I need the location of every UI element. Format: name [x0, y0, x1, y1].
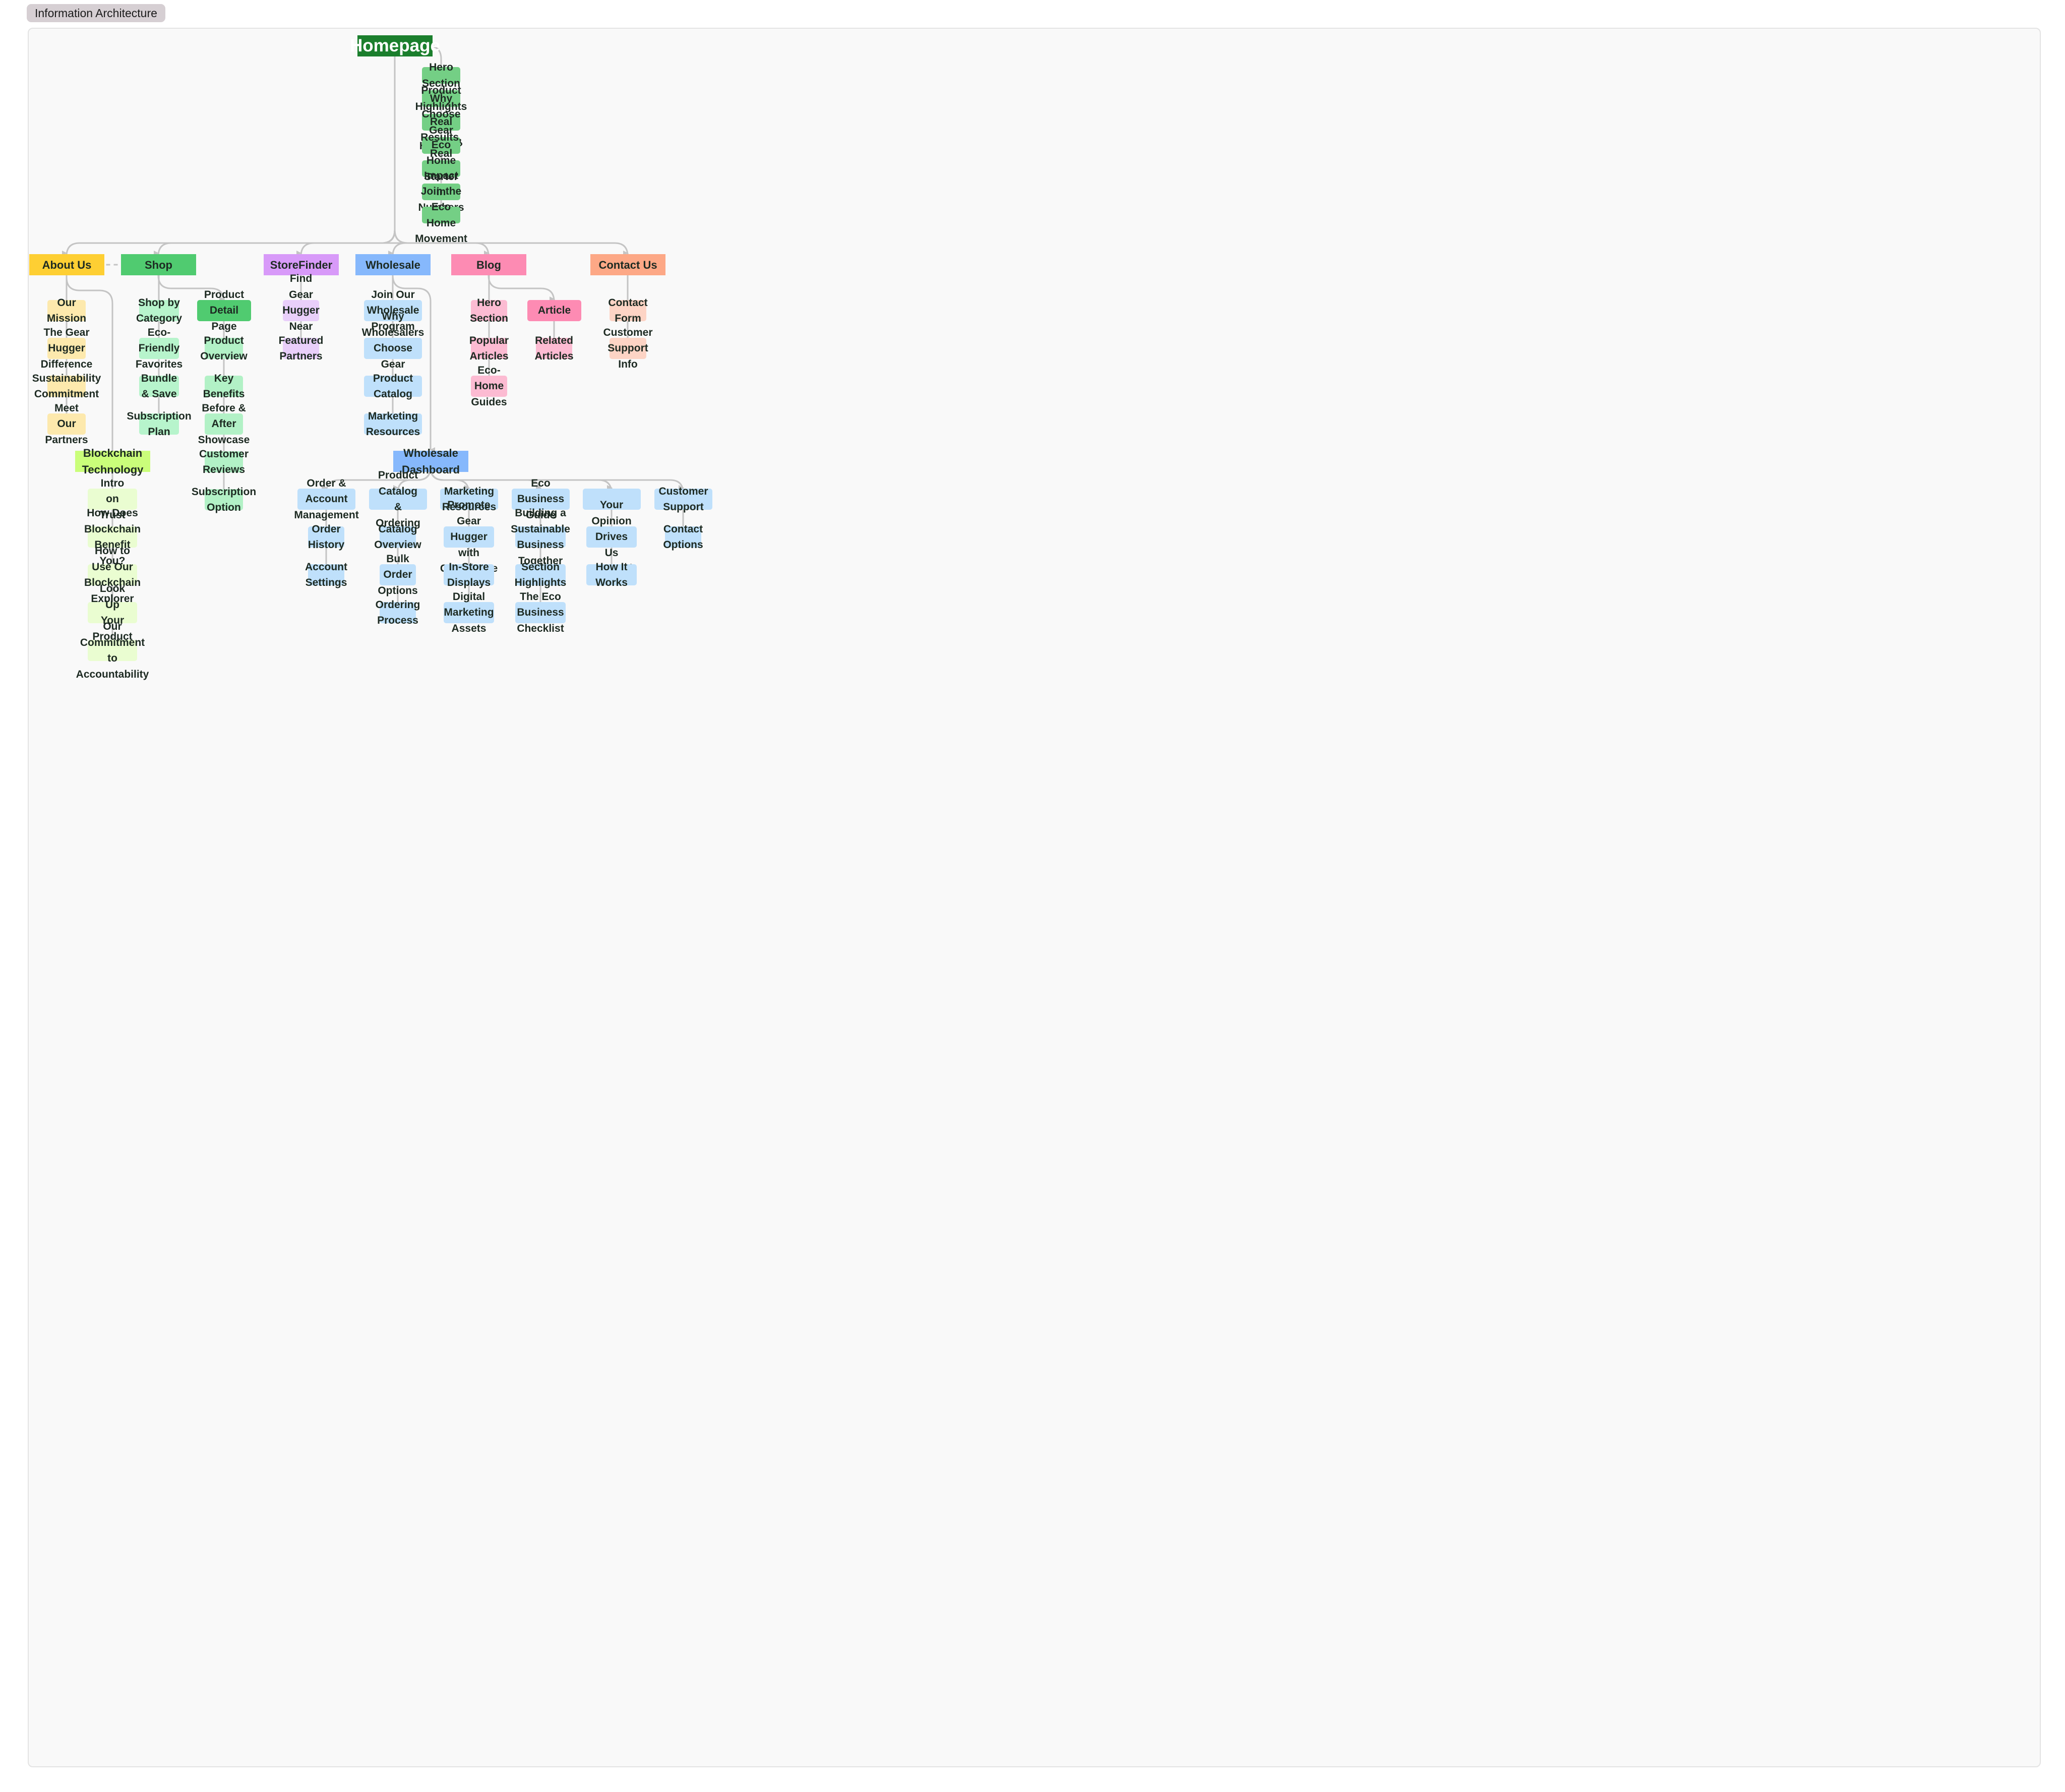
dashboard-group-6-child-item-1[interactable]: Contact Options	[663, 523, 703, 551]
wholesale-child-item-3[interactable]: Product Catalog	[364, 373, 422, 400]
dashboard-group-5-child-item-1[interactable]: Your Opinion Drives Us Forward	[586, 499, 637, 574]
dashboard-group-6[interactable]: Customer Support	[654, 486, 712, 513]
dashboard-group-3-child-item-1[interactable]: Promote Gear Hugger with Confidence	[440, 499, 498, 574]
shop-node[interactable]: Shop	[121, 254, 196, 275]
homepage-to-main-connector	[394, 56, 629, 257]
article-child-item-1[interactable]: Related Articles	[534, 334, 574, 363]
blockchain-child-item-5[interactable]: Our Commitment to Accountability	[76, 621, 149, 680]
about-us-node[interactable]: About Us	[29, 254, 104, 275]
wholesale-to-dashboard-connector	[392, 275, 435, 452]
blog-child-item-2[interactable]: Popular Articles	[469, 334, 509, 363]
about-child-item-1[interactable]: Our Mission	[46, 296, 87, 325]
dashboard-to-group-connector	[430, 466, 684, 494]
dashboard-group-4-child-item-3[interactable]: The Eco Business Checklist	[515, 591, 566, 634]
homepage-to-main-connector	[296, 56, 396, 257]
dashboard-group-1[interactable]: Order & Account Management	[294, 477, 358, 521]
storefinder-node[interactable]: StoreFinder	[264, 254, 339, 275]
blog-child-item-3[interactable]: Eco-Home Guides	[471, 365, 507, 408]
homepage-to-main-connector	[154, 56, 396, 257]
product-detail-child-item-3[interactable]: Before & After Showcase	[198, 402, 250, 446]
product-detail-child-item-5[interactable]: Subscription Option	[191, 486, 257, 514]
dashboard-group-2-child-item-3[interactable]: Ordering Process	[375, 599, 420, 627]
shop-child-item-2[interactable]: Eco-Friendly Favorites	[136, 327, 183, 370]
about-child-item-3[interactable]: Sustainability Commitment	[32, 372, 101, 400]
homepage-to-main-connector	[62, 56, 396, 257]
contact-child-item-2[interactable]: Customer Support Info	[603, 327, 652, 370]
about-child-item-4[interactable]: Meet Our Partners	[45, 402, 88, 446]
frame-title: Information Architecture	[27, 4, 165, 22]
product-detail-child-item-2[interactable]: Key Benefits	[203, 372, 245, 400]
dashboard-to-group-connector	[393, 466, 432, 494]
blog-node[interactable]: Blog	[451, 254, 526, 275]
product-detail-child-item-1[interactable]: Product Overview	[200, 334, 248, 363]
article-node[interactable]: Article	[527, 300, 581, 321]
homepage-section-1[interactable]: Hero Section	[422, 62, 460, 89]
dashboard-group-5[interactable]	[583, 489, 641, 510]
shop-child-item-3[interactable]: Bundle & Save	[139, 373, 179, 400]
about-child-item-2[interactable]: The Gear Hugger Difference	[41, 327, 93, 370]
product-detail-child-item-4[interactable]: Customer Reviews	[199, 448, 249, 476]
homepage-to-main-connector	[381, 56, 406, 257]
blockchain-node[interactable]: Blockchain Technology	[75, 447, 150, 476]
about-to-blockchain-connector	[66, 275, 113, 451]
dashboard-group-1-child-item-2[interactable]: Account Settings	[305, 561, 347, 589]
dashboard-group-2-child-item-1[interactable]: Catalog Overview	[374, 523, 421, 551]
dashboard-group-4[interactable]: Eco Business Guide	[512, 477, 570, 521]
blockchain-child-item-3[interactable]: How to Use Our Blockchain Explorer	[84, 545, 141, 605]
shop-child-item-4[interactable]: Subscription Plan	[127, 410, 192, 438]
dashboard-group-2-child-item-2[interactable]: Bulk Order Options	[378, 553, 417, 596]
dashboard-group-2[interactable]: Product Catalog & Ordering	[369, 469, 427, 529]
product-detail-node[interactable]: Product Detail Page	[197, 289, 251, 332]
diagram-canvas	[28, 28, 2041, 1767]
dashboard-group-4-child-item-1[interactable]: Building a Sustainable Business Together	[511, 507, 570, 567]
storefinder-child-item-1[interactable]: Find Gear Hugger Near Y…	[282, 273, 320, 348]
wholesale-child-item-2[interactable]: Why Wholesalers Choose Gear Hugger	[362, 311, 424, 386]
contact-child-item-1[interactable]: Contact Form	[608, 296, 648, 325]
wholesale-node[interactable]: Wholesale	[355, 254, 431, 275]
dashboard-group-1-child-item-1[interactable]: Order History	[308, 523, 345, 551]
storefinder-child-item-2[interactable]: Featured Partners	[278, 334, 324, 363]
contact-us-node[interactable]: Contact Us	[590, 254, 665, 275]
wholesale-child-item-4[interactable]: Marketing Resources	[364, 410, 422, 438]
dashboard-group-3-child-item-2[interactable]: In-Store Displays	[444, 561, 494, 588]
homepage-section-7[interactable]: Join the Eco Home Movement	[415, 186, 467, 245]
dashboard-group-5-child-item-2[interactable]: How It Works	[586, 561, 637, 588]
shop-child-item-1[interactable]: Shop by Category	[136, 296, 183, 325]
blog-to-article-connector	[488, 275, 555, 302]
blog-child-item-1[interactable]: Hero Section	[470, 296, 508, 325]
dashboard-group-4-child-item-2[interactable]: Section Highlights	[514, 561, 567, 589]
shop-to-product-detail-connector	[157, 275, 225, 302]
wholesale-dashboard-node[interactable]: Wholesale Dashboard	[393, 447, 468, 476]
dashboard-group-3-child-item-3[interactable]: Digital Marketing Assets	[444, 591, 494, 634]
homepage-node[interactable]: Homepage	[350, 35, 440, 56]
